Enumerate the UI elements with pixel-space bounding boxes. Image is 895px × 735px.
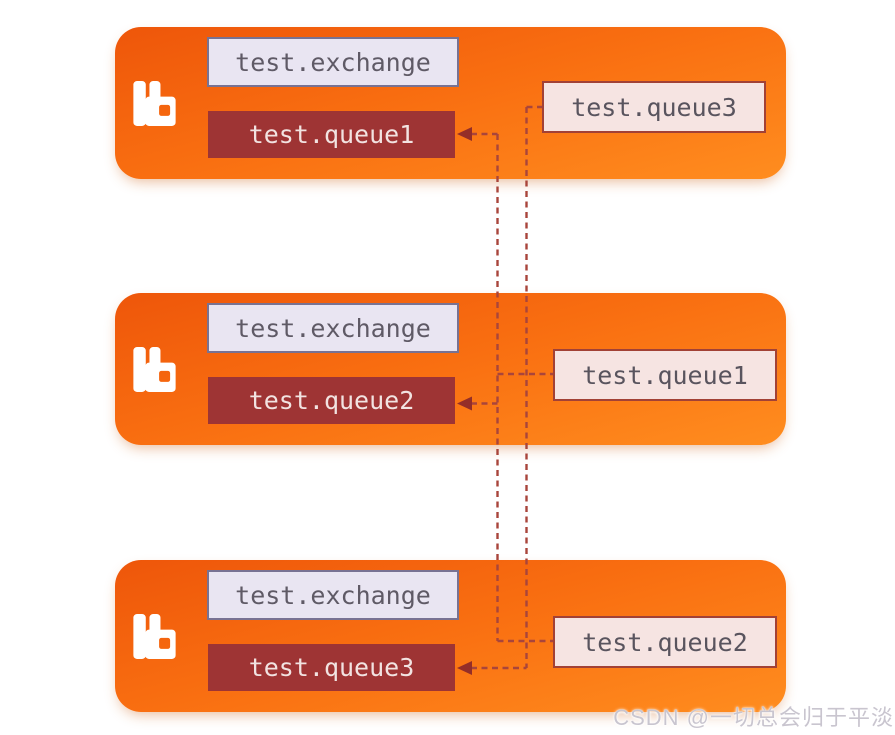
- broker-panel-3: test.exchange test.queue3 test.queue2: [115, 560, 786, 712]
- rabbitmq-logo-icon: [133, 614, 176, 659]
- queue-box: test.queue3: [208, 644, 455, 691]
- queue-box: test.queue2: [208, 377, 455, 424]
- bound-queue-box: test.queue3: [542, 81, 766, 133]
- bound-queue-box: test.queue1: [553, 349, 777, 401]
- exchange-box: test.exchange: [207, 303, 459, 353]
- rabbitmq-logo-icon: [133, 347, 176, 392]
- queue-box: test.queue1: [208, 111, 455, 158]
- broker-panel-2: test.exchange test.queue2 test.queue1: [115, 293, 786, 445]
- exchange-box: test.exchange: [207, 570, 459, 620]
- watermark: CSDN @一切总会归于平淡: [613, 705, 894, 730]
- exchange-box: test.exchange: [207, 37, 459, 87]
- rabbitmq-logo-icon: [133, 81, 176, 126]
- broker-panel-1: test.exchange test.queue1 test.queue3: [115, 27, 786, 179]
- bound-queue-box: test.queue2: [553, 616, 777, 668]
